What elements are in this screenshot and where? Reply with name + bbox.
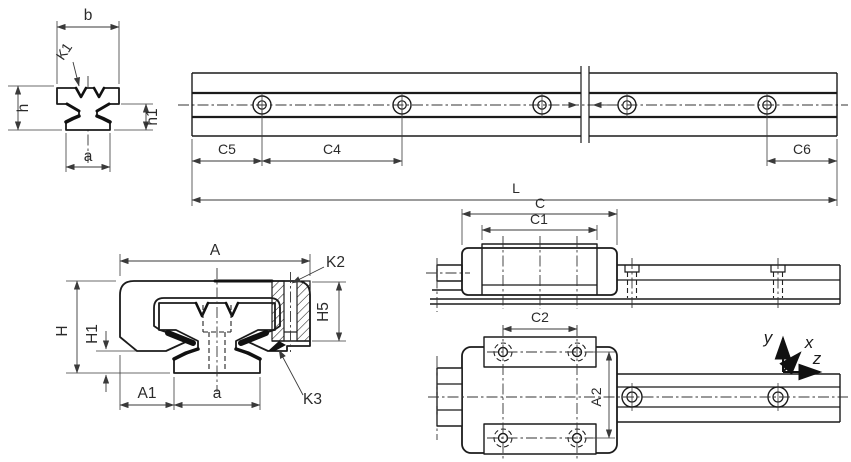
dim-label-A1: A1 [138, 385, 157, 402]
carriage-steel-body [481, 243, 598, 295]
dim-label-C: C [535, 195, 545, 211]
callout-label-k3: K3 [303, 391, 322, 408]
dim-label-h: h [15, 104, 32, 113]
dim-label-C2: C2 [531, 309, 549, 325]
side-rail-hole [770, 258, 786, 310]
x-axis [779, 351, 802, 375]
callout-k1: K1 [52, 39, 80, 87]
rail-foot-lip-right [95, 114, 112, 124]
ball-contact-right [238, 330, 269, 346]
rail-mounting-holes [252, 92, 777, 118]
rail-cross-section-view: b K1 h h1 a [8, 7, 161, 172]
z-axis-label: z [812, 349, 822, 368]
dim-h1: h1 [114, 103, 161, 131]
dim-label-b: b [84, 7, 93, 24]
rail-top-groove-left [74, 86, 88, 99]
rail-hole [617, 92, 637, 118]
dim-label-A2: A2 [588, 385, 604, 406]
ball-contact-left [165, 330, 196, 346]
y-axis-label: y [763, 328, 774, 347]
hatch-block-left [271, 280, 285, 342]
end-plate-section [268, 272, 311, 352]
dim-label-a-block: a [213, 385, 222, 402]
dim-label-A: A [210, 242, 221, 259]
rail-ball-groove-left [65, 102, 81, 113]
callout-label-k2: K2 [326, 254, 345, 271]
rail-ball-groove-right [95, 102, 111, 113]
side-rail [430, 264, 841, 305]
dim-label-H: H [54, 325, 71, 336]
dim-H: H [54, 280, 170, 374]
rail-foot-lip-left [64, 114, 81, 124]
plan-rail [617, 373, 841, 423]
dim-label-H5: H5 [315, 302, 332, 322]
dim-A2: A2 [585, 351, 615, 439]
dim-c6: C6 [766, 141, 838, 165]
rail-side-view: C5 C4 C6 L [178, 66, 848, 206]
rail-top-groove-right [224, 301, 240, 318]
dim-c4: C4 [261, 141, 403, 165]
dim-label-l: L [512, 180, 520, 196]
rail-bolt-hole-hidden [202, 305, 232, 371]
x-axis-label: x [804, 333, 814, 352]
seal-strip [268, 341, 286, 351]
dim-label-c4: C4 [323, 141, 341, 157]
dim-l: L [191, 180, 838, 204]
rail-outline [191, 72, 838, 137]
dim-C1: C1 [481, 211, 598, 240]
dim-C2: C2 [502, 309, 578, 333]
rail-break-symbol [562, 66, 608, 143]
dim-label-c6: C6 [793, 141, 811, 157]
side-rail-hole [624, 258, 640, 310]
carriage-side-view: C C1 C2 [426, 195, 841, 333]
callout-k3: K3 [278, 349, 322, 408]
dim-H5: H5 [312, 281, 346, 342]
dim-A: A [119, 242, 311, 276]
dim-C: C [461, 195, 618, 245]
rail-foot-lip-left [172, 347, 200, 361]
dim-a-rail: a [65, 133, 111, 172]
dim-c5: C5 [191, 141, 263, 165]
dim-h: h [8, 85, 62, 131]
dim-label-h1: h1 [144, 108, 161, 125]
dim-label-c5: C5 [218, 141, 236, 157]
coordinate-axes: y x z [763, 328, 823, 381]
callout-k2: K2 [291, 254, 345, 284]
rail-foot-lip-right [234, 347, 262, 361]
dim-label-a-rail: a [84, 148, 93, 165]
dim-label-H1: H1 [84, 324, 101, 344]
rail-top-groove-right [92, 86, 106, 99]
dim-A1: A1 [119, 355, 175, 410]
rail-profile-large [158, 302, 276, 374]
rail-top-groove-left [194, 301, 210, 318]
carriage-plan-view: A2 [428, 325, 848, 461]
dim-a-block: a [173, 377, 261, 410]
dim-label-C1: C1 [530, 211, 548, 227]
callout-label-k1: K1 [52, 39, 75, 62]
hatch-block-right [296, 280, 311, 342]
carriage-cross-section-view: A K2 H H1 H5 [54, 242, 346, 410]
dim-b: b [56, 7, 120, 84]
dim-H1: H1 [84, 324, 136, 392]
rail-hole [532, 92, 552, 118]
clamp-plate-bottom [483, 423, 597, 455]
carriage-endcaps [461, 247, 618, 296]
